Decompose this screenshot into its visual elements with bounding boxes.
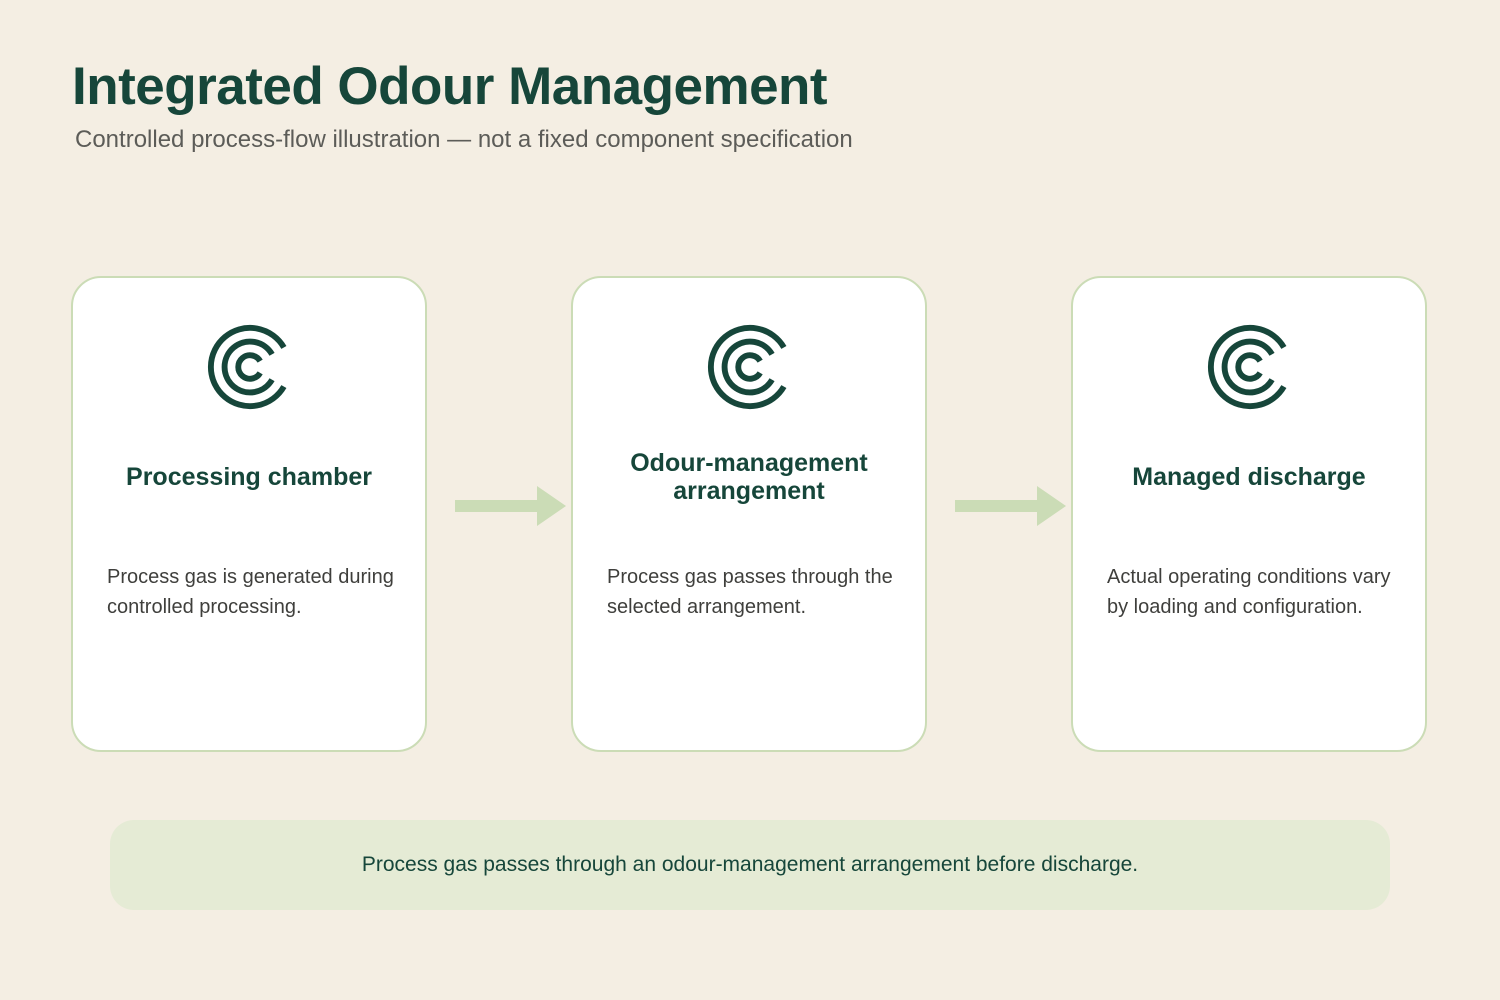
concentric-c-logo-icon (205, 320, 295, 414)
step-card-odour-management-arrangement: Odour-management arrangement Process gas… (571, 276, 927, 752)
step-description: Process gas passes through the selected … (607, 566, 893, 618)
step-card-processing-chamber: Processing chamber Process gas is genera… (71, 276, 427, 752)
summary-note: Process gas passes through an odour-mana… (110, 820, 1390, 910)
page-subtitle: Controlled process-flow illustration — n… (75, 126, 853, 153)
step-heading: Processing chamber (126, 463, 372, 491)
page-title: Integrated Odour Management (72, 57, 828, 116)
concentric-c-logo-icon (1205, 320, 1295, 414)
concentric-c-logo-icon (705, 320, 795, 414)
summary-note-text: Process gas passes through an odour-mana… (361, 853, 1139, 876)
step-heading: Odour-management arrangement (630, 449, 868, 505)
flow-arrow-icon (455, 486, 569, 526)
step-card-managed-discharge: Managed discharge Actual operating condi… (1071, 276, 1427, 752)
step-description: Actual operating conditions vary by load… (1107, 566, 1391, 618)
flow-arrow-icon (955, 486, 1069, 526)
step-description: Process gas is generated during controll… (107, 566, 394, 618)
step-heading: Managed discharge (1132, 463, 1366, 491)
